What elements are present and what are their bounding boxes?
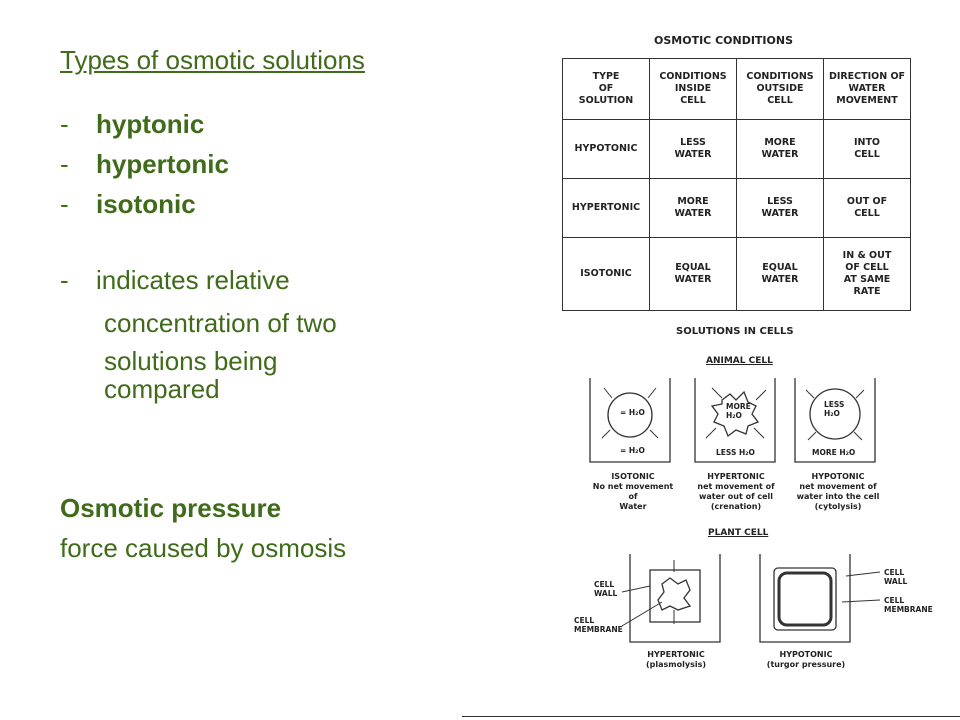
table-row: HYPOTONIC LESS WATER MORE WATER INTO CEL… [562, 119, 911, 179]
plant-hyper-caption: HYPERTONIC (plasmolysis) [646, 650, 706, 669]
osmotic-pressure-block: Osmotic pressure force caused by osmosis [60, 488, 500, 568]
plant-hypo-caption: HYPOTONIC (turgor pressure) [766, 650, 846, 669]
plant-cell-wall-label-right: CELL WALL [884, 568, 908, 586]
table-cell: CONDITIONS OUTSIDE CELL [736, 58, 824, 120]
plant-cell-title: PLANT CELL [708, 528, 769, 538]
table-cell: EQUAL WATER [736, 237, 824, 311]
animal-hypo-caption: HYPOTONIC net movement of water into the… [796, 472, 880, 511]
definition-block: - indicates relative concentration of tw… [60, 260, 500, 402]
bullet-dash: - [60, 189, 69, 219]
animal-iso-caption: ISOTONIC No net movement of Water [592, 472, 674, 511]
animal-cell-title: ANIMAL CELL [706, 356, 773, 366]
animal-hypo-inside-label: LESS H₂O [824, 400, 845, 418]
plant-cell-membrane-label-left: CELL MEMBRANE [574, 616, 623, 634]
type-item-hypotonic: - hyptonic [60, 104, 500, 144]
osmosis-figure: OSMOTIC CONDITIONS TYPE OF SOLUTION COND… [550, 20, 940, 720]
type-label: hyptonic [96, 109, 205, 139]
table-cell: IN & OUT OF CELL AT SAME RATE [823, 237, 911, 311]
animal-hyper-inside-label: MORE H₂O [726, 402, 751, 420]
bottom-divider [462, 716, 960, 717]
type-label: isotonic [96, 189, 196, 219]
animal-hypo-outside-label: MORE H₂O [812, 448, 856, 457]
animal-iso-outside-label: = H₂O [620, 446, 645, 455]
animal-hyper-outside-label: LESS H₂O [716, 448, 755, 457]
table-cell: HYPOTONIC [562, 119, 650, 179]
animal-iso-inside-label: = H₂O [620, 408, 645, 417]
table-cell: TYPE OF SOLUTION [562, 58, 650, 120]
osmotic-pressure-term: Osmotic pressure [60, 493, 282, 523]
type-item-isotonic: - isotonic [60, 184, 500, 224]
table-cell: MORE WATER [649, 178, 737, 238]
osmotic-pressure-definition: force caused by osmosis [60, 533, 347, 563]
osmotic-conditions-table: TYPE OF SOLUTION CONDITIONS INSIDE CELL … [562, 58, 911, 311]
table-cell: HYPERTONIC [562, 178, 650, 238]
animal-hyper-caption: HYPERTONIC net movement of water out of … [697, 472, 775, 511]
table-row: ISOTONIC EQUAL WATER EQUAL WATER IN & OU… [562, 237, 911, 311]
table-cell: DIRECTION OF WATER MOVEMENT [823, 58, 911, 120]
type-item-hypertonic: - hypertonic [60, 144, 500, 184]
solutions-title: SOLUTIONS IN CELLS [676, 326, 794, 337]
table-cell: LESS WATER [736, 178, 824, 238]
bullet-dash: - [60, 149, 69, 179]
plant-cell-diagram [621, 554, 881, 643]
bullet-dash: - [60, 109, 69, 139]
type-label: hypertonic [96, 149, 229, 179]
table-title: OSMOTIC CONDITIONS [654, 34, 793, 47]
definition-line-1: indicates relative [96, 265, 290, 295]
animal-cell-diagram [589, 378, 876, 463]
table-cell: MORE WATER [736, 119, 824, 179]
table-cell: CONDITIONS INSIDE CELL [649, 58, 737, 120]
plant-cell-wall-label-left: CELL WALL [594, 580, 618, 598]
bullet-dash: - [60, 265, 69, 295]
table-cell: ISOTONIC [562, 237, 650, 311]
table-cell: OUT OF CELL [823, 178, 911, 238]
table-cell: LESS WATER [649, 119, 737, 179]
table-cell: INTO CELL [823, 119, 911, 179]
table-row: TYPE OF SOLUTION CONDITIONS INSIDE CELL … [562, 58, 911, 120]
definition-line-2: concentration of two [104, 308, 337, 338]
left-text-block: Types of osmotic solutions - hyptonic - … [60, 40, 500, 568]
table-cell: EQUAL WATER [649, 237, 737, 311]
section-title: Types of osmotic solutions [60, 45, 365, 75]
table-row: HYPERTONIC MORE WATER LESS WATER OUT OF … [562, 178, 911, 238]
definition-line-3: solutions being [104, 346, 278, 376]
definition-line-4: compared [104, 374, 220, 404]
plant-cell-membrane-label-right: CELL MEMBRANE [884, 596, 933, 614]
